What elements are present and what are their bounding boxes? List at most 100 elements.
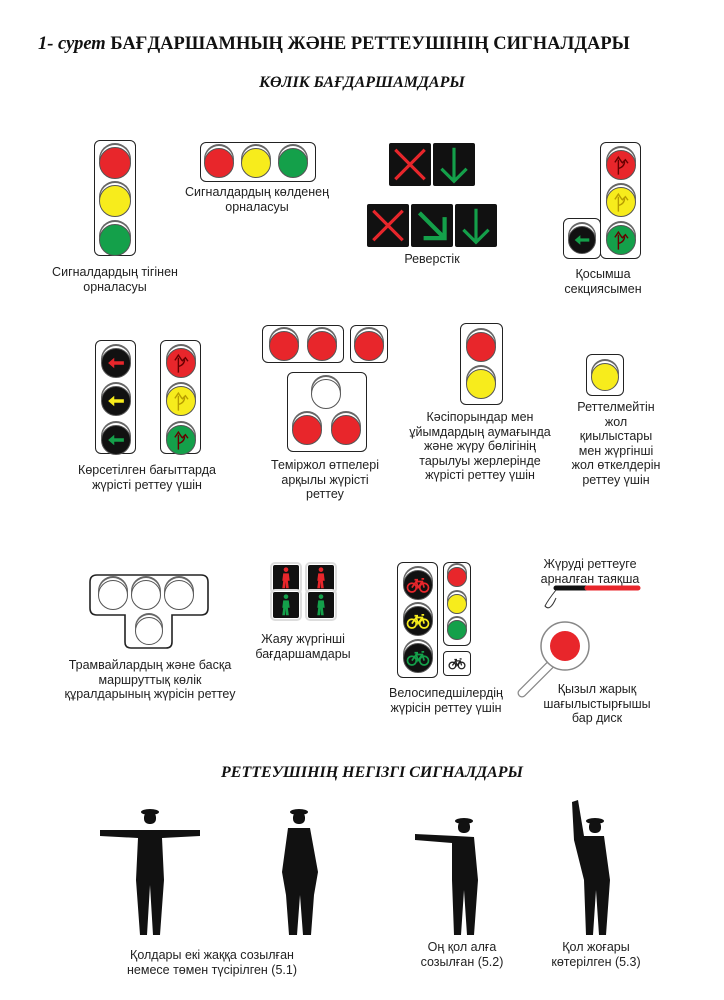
caption-line: мен жүргінші bbox=[578, 443, 654, 458]
baton-icon bbox=[544, 585, 641, 609]
reverse-signal-tile bbox=[433, 143, 475, 186]
white-lamp bbox=[131, 580, 161, 610]
green-arrow-diagonal-icon bbox=[417, 211, 447, 241]
caption-line: ұйымдардың аумағында bbox=[409, 424, 551, 439]
bicycle-icon bbox=[448, 658, 466, 670]
caption-line: Реверстік bbox=[404, 252, 460, 266]
yellow-lamp bbox=[606, 187, 636, 217]
yellow-lamp bbox=[466, 369, 496, 399]
caption-line: реттеу bbox=[306, 487, 344, 501]
yellow-lamp bbox=[447, 594, 467, 614]
yellow-lamp bbox=[99, 185, 131, 217]
caption-line: бар диск bbox=[571, 711, 623, 725]
figure-title: 1- сурет БАҒДАРШАМНЫҢ ЖӘНЕ РЕТТЕУШІНІҢ С… bbox=[38, 34, 630, 54]
pedestrian-icon bbox=[317, 594, 325, 616]
green-lamp bbox=[606, 225, 636, 255]
caption-line: Реттелмейтін bbox=[577, 400, 655, 414]
reverse-signal-tile bbox=[411, 204, 453, 247]
green-arrow-down-icon bbox=[440, 147, 468, 184]
caption-line: немесе төмен түсірілген (5.1) bbox=[126, 962, 298, 977]
green-arrow-lamp bbox=[568, 226, 596, 254]
yellow-lamp bbox=[591, 363, 619, 391]
pedestrian-signal bbox=[270, 562, 302, 594]
caption-line: қиылыстары bbox=[579, 429, 653, 443]
arrow-straight-right-icon bbox=[614, 230, 629, 250]
bicycle-icon bbox=[406, 614, 430, 629]
section-vehicle-lights: КӨЛІК БАҒДАРШАМДАРЫ bbox=[259, 74, 465, 91]
reverse-signal-tile bbox=[389, 143, 431, 186]
caption-line: тарылуы жерлерінде bbox=[419, 453, 541, 468]
caption-line: Жүруді реттеуге bbox=[543, 557, 637, 571]
caption-line: арналған таяқша bbox=[540, 571, 640, 586]
caption-line: бағдаршамдары bbox=[255, 646, 351, 661]
caption-line: жол өткелдерін bbox=[571, 458, 661, 472]
caption-reverse: Реверстік bbox=[404, 252, 459, 267]
caption-line: шағылыстырғышы bbox=[543, 696, 651, 711]
caption-line: орналасуы bbox=[83, 279, 147, 294]
caption-line: Қол жоғары bbox=[562, 940, 630, 954]
caption-line: Жаяу жүргінші bbox=[261, 632, 345, 646]
red-lamp bbox=[447, 567, 467, 587]
caption-line: маршруттық көлік bbox=[98, 672, 202, 687]
caption-line: Көрсетілген бағыттарда bbox=[78, 463, 216, 477]
caption-line: жүрісін реттеу үшін bbox=[390, 700, 502, 715]
caption-line: Сигналдардың көлденең bbox=[184, 185, 330, 199]
red-lamp bbox=[331, 415, 361, 445]
white-lamp bbox=[164, 580, 194, 610]
arrow-straight-right-icon bbox=[614, 155, 629, 175]
red-arrow-lamp bbox=[101, 348, 131, 378]
green-bicycle-lamp bbox=[403, 643, 433, 673]
red-bicycle-lamp bbox=[403, 570, 433, 600]
caption-line: Теміржол өтпелері bbox=[271, 458, 379, 472]
red-lamp bbox=[307, 331, 337, 361]
red-lamp bbox=[166, 348, 196, 378]
red-lamp bbox=[99, 147, 131, 179]
pedestrian-signal bbox=[305, 589, 337, 621]
caption-line: Оң қол алға bbox=[427, 940, 497, 954]
red-disk-icon bbox=[517, 621, 590, 698]
yellow-arrow-lamp bbox=[101, 386, 131, 416]
green-arrow-lamp bbox=[101, 425, 131, 455]
arrow-straight-right-icon bbox=[174, 430, 189, 450]
red-lamp bbox=[204, 148, 234, 178]
reverse-signal-tile bbox=[455, 204, 497, 247]
white-lamp bbox=[135, 617, 163, 645]
arrow-left-icon bbox=[574, 235, 590, 245]
red-lamp bbox=[269, 331, 299, 361]
pedestrian-icon bbox=[282, 594, 290, 616]
red-lamp bbox=[354, 331, 384, 361]
arrow-straight-right-icon bbox=[174, 391, 189, 411]
bicycle-icon bbox=[406, 578, 430, 593]
caption-line: Велосипедшілердің bbox=[389, 686, 503, 700]
caption-line: жол bbox=[604, 414, 628, 429]
red-lamp bbox=[466, 332, 496, 362]
caption-line: Трамвайлардың және басқа bbox=[68, 658, 232, 672]
arrow-straight-right-icon bbox=[614, 192, 629, 212]
caption-line: Сигналдардың тігінен bbox=[52, 265, 178, 279]
yellow-lamp bbox=[241, 148, 271, 178]
pedestrian-icon bbox=[317, 567, 325, 589]
arrow-left-icon bbox=[108, 357, 124, 369]
arrow-left-icon bbox=[108, 395, 124, 407]
caption-line: Қызыл жарық bbox=[557, 682, 637, 696]
caption-line: арқылы жүрісті bbox=[281, 472, 369, 487]
green-lamp bbox=[99, 224, 131, 256]
red-cross-icon bbox=[394, 148, 426, 181]
green-lamp bbox=[278, 148, 308, 178]
green-arrow-down-icon bbox=[462, 208, 490, 245]
reverse-signal-tile bbox=[367, 204, 409, 247]
arrow-straight-right-icon bbox=[174, 353, 189, 373]
bicycle-icon bbox=[406, 651, 430, 666]
